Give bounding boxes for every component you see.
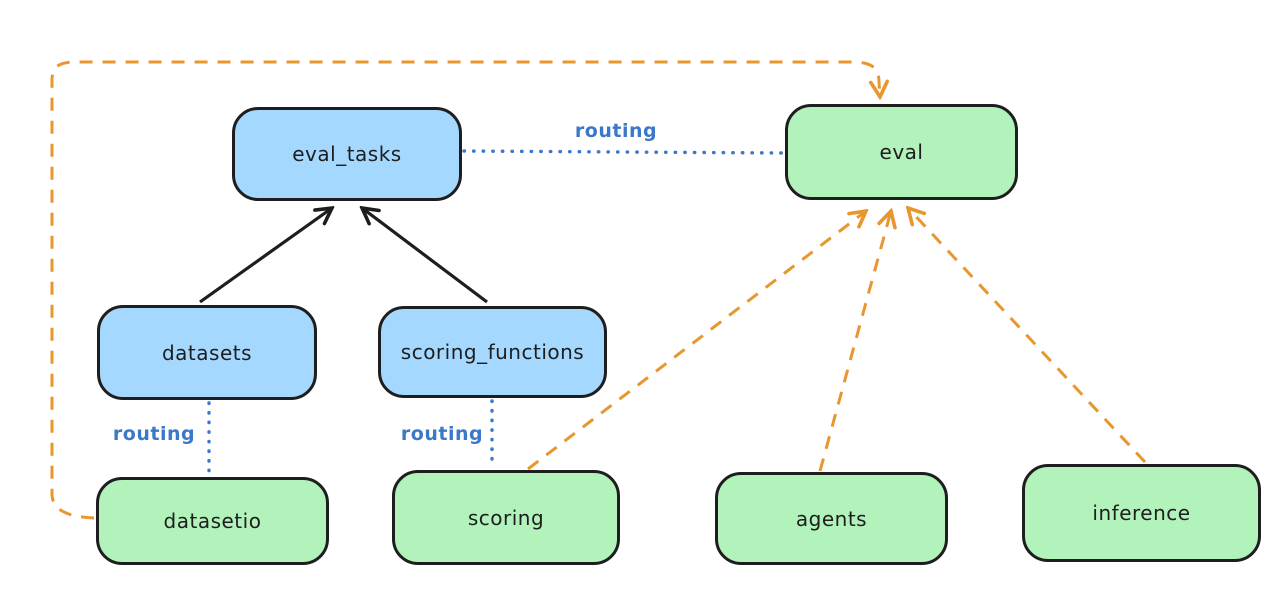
edge-scoring-to-eval <box>527 211 866 471</box>
edge-datasetio-to-eval-loop <box>50 60 880 520</box>
routing-label-eval-tasks-eval: routing <box>574 120 658 142</box>
node-datasetio-label: datasetio <box>163 509 262 533</box>
node-agents: agents <box>715 472 948 565</box>
node-agents-label: agents <box>795 506 868 531</box>
node-eval-tasks: eval_tasks <box>232 107 462 201</box>
node-inference-label: inference <box>1092 501 1191 525</box>
node-eval: eval <box>785 104 1018 200</box>
node-eval-tasks-label: eval_tasks <box>292 142 402 166</box>
node-scoring-functions-label: scoring_functions <box>400 340 585 364</box>
node-datasets-label: datasets <box>161 340 253 365</box>
node-eval-label: eval <box>879 140 924 164</box>
edge-eval-tasks-to-eval-routing <box>462 149 785 155</box>
node-inference: inference <box>1022 464 1261 562</box>
node-datasetio: datasetio <box>96 477 329 565</box>
edge-inference-to-eval <box>908 208 1147 464</box>
node-scoring-label: scoring <box>467 505 545 530</box>
node-scoring: scoring <box>392 470 620 565</box>
node-datasets: datasets <box>97 305 317 400</box>
node-scoring-functions: scoring_functions <box>378 306 607 398</box>
routing-label-scoring-functions-scoring: routing <box>400 423 484 445</box>
edge-datasets-to-eval-tasks <box>199 208 332 304</box>
edge-agents-to-eval <box>818 211 891 472</box>
routing-label-datasets-datasetio: routing <box>112 423 196 445</box>
edge-scoring-functions-to-eval-tasks <box>362 208 488 304</box>
